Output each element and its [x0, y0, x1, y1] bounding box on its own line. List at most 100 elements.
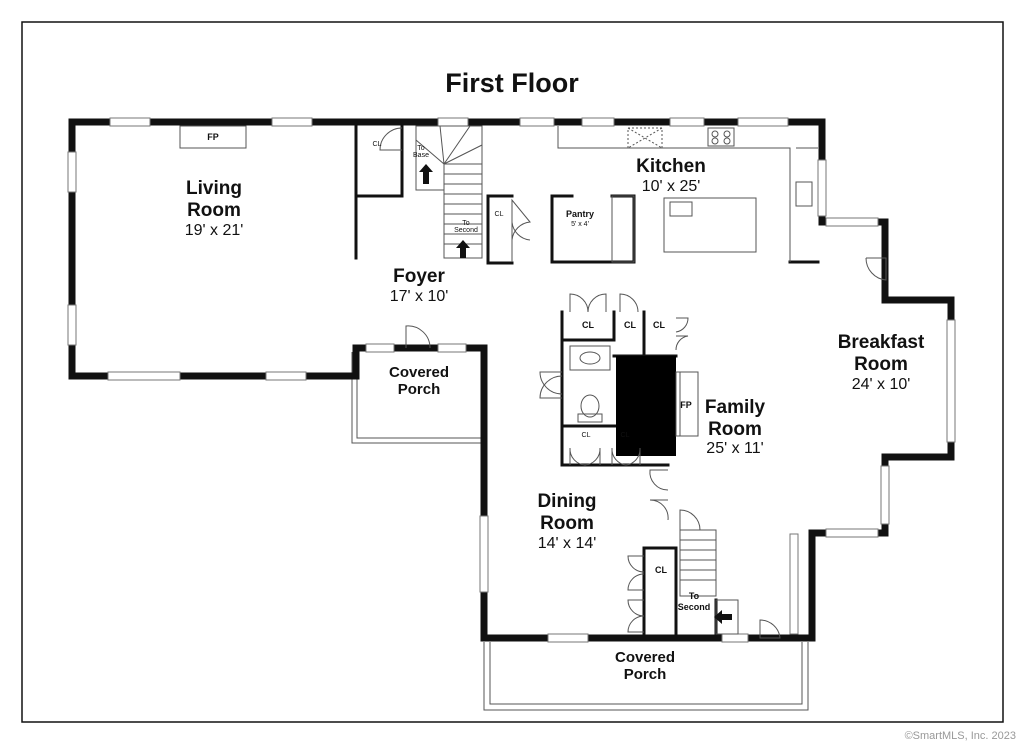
- window: [479, 515, 489, 593]
- closet-label: CL: [373, 141, 382, 148]
- stair-label: To: [417, 145, 425, 152]
- door-swing: [625, 447, 641, 466]
- room-dims: 14' x 14': [538, 535, 597, 552]
- room-family: Family Room 25' x 11': [705, 397, 766, 457]
- room-foyer: Foyer 17' x 10': [390, 266, 449, 305]
- room-dims: 17' x 10': [390, 288, 449, 305]
- stairs-upper: [415, 125, 483, 259]
- door-swing: [619, 293, 639, 313]
- door-swing: [405, 325, 431, 349]
- window: [825, 217, 879, 227]
- window: [547, 633, 589, 643]
- window: [107, 371, 181, 381]
- door-swing: [627, 599, 645, 617]
- room-breakfast: Breakfast Room 24' x 10': [838, 332, 925, 393]
- window: [67, 304, 77, 346]
- room-name: Room: [187, 200, 241, 221]
- stair-label: To: [689, 591, 700, 601]
- window: [265, 371, 307, 381]
- window: [946, 319, 956, 443]
- floor-title: First Floor: [445, 68, 579, 98]
- interior-wall: [560, 310, 670, 467]
- toilet-bowl: [580, 394, 600, 418]
- room-name: Kitchen: [636, 156, 706, 177]
- room-name: Covered: [615, 649, 675, 666]
- window: [437, 117, 469, 127]
- range-hood-x: [627, 127, 663, 149]
- window: [437, 343, 467, 353]
- burner: [711, 137, 719, 145]
- door-swing: [511, 198, 531, 241]
- door-swing: [569, 447, 587, 466]
- toilet-tank: [577, 413, 603, 423]
- arrow-up-icon: [419, 164, 433, 184]
- interior-wall: [354, 123, 404, 198]
- room-dims: 19' x 21': [185, 222, 244, 239]
- burner: [723, 137, 731, 145]
- door-swing: [627, 555, 645, 573]
- upper-porch-outline: [351, 352, 482, 444]
- stair-label: Second: [678, 602, 711, 612]
- upper-porch-outline-inner: [356, 357, 482, 439]
- closet-label: CL: [655, 565, 667, 575]
- closet-label: CL: [653, 320, 665, 330]
- lower-porch-outline: [483, 642, 809, 711]
- door-swing: [379, 127, 403, 151]
- interior-wall: [550, 194, 636, 264]
- stairs-lower: [679, 529, 739, 635]
- closet-label: CL: [624, 320, 636, 330]
- interior-wall: [486, 194, 514, 265]
- door-swing: [511, 221, 531, 262]
- room-porch-upper: Covered Porch: [389, 364, 449, 398]
- window: [880, 465, 890, 525]
- window: [737, 117, 789, 127]
- room-name: Foyer: [393, 266, 445, 287]
- arrow-up-icon: [456, 240, 470, 258]
- door-swing: [675, 335, 689, 351]
- burner: [723, 130, 731, 138]
- door-swing: [627, 573, 645, 591]
- stair-label: Base: [413, 152, 429, 159]
- frame-border: [21, 21, 1004, 723]
- fireplace-label: FP: [207, 132, 219, 142]
- window: [669, 117, 705, 127]
- fireplace-label: FP: [680, 400, 692, 410]
- room-pantry: Pantry 5' x 4': [566, 209, 594, 228]
- stair-run: [679, 529, 717, 597]
- door-swing: [627, 615, 645, 633]
- window: [721, 633, 749, 643]
- kitchen-island: [663, 197, 757, 253]
- room-name: Dining: [537, 491, 596, 512]
- door-swing: [675, 317, 689, 333]
- room-name: Family: [705, 397, 766, 418]
- door-swing: [583, 447, 601, 466]
- doors: [379, 127, 887, 639]
- closet-label: CL: [582, 432, 591, 439]
- kitchen-sink: [795, 181, 813, 207]
- fixtures: [179, 125, 818, 456]
- door-swing: [649, 469, 669, 491]
- window: [817, 159, 827, 217]
- window: [109, 117, 151, 127]
- arrow-left-icon: [714, 610, 732, 624]
- bath-vanity: [569, 345, 611, 371]
- door-swing: [649, 499, 669, 521]
- door-swing: [569, 293, 589, 313]
- range-hood-x: [627, 127, 663, 149]
- pantry-shelf: [611, 195, 635, 263]
- window: [519, 117, 555, 127]
- range-hood: [627, 127, 663, 149]
- window: [67, 151, 77, 193]
- closet-label: CL: [621, 432, 630, 439]
- door-swing: [865, 257, 887, 281]
- fireplace-living: [179, 125, 247, 149]
- window: [789, 533, 799, 635]
- door-swing: [539, 371, 563, 395]
- door-swing: [587, 293, 607, 313]
- room-dims: 25' x 11': [706, 440, 763, 457]
- room-name: Room: [540, 513, 594, 534]
- room-dining: Dining Room 14' x 14': [537, 491, 596, 552]
- room-name: Porch: [624, 666, 667, 683]
- closet-label: CL: [495, 211, 504, 218]
